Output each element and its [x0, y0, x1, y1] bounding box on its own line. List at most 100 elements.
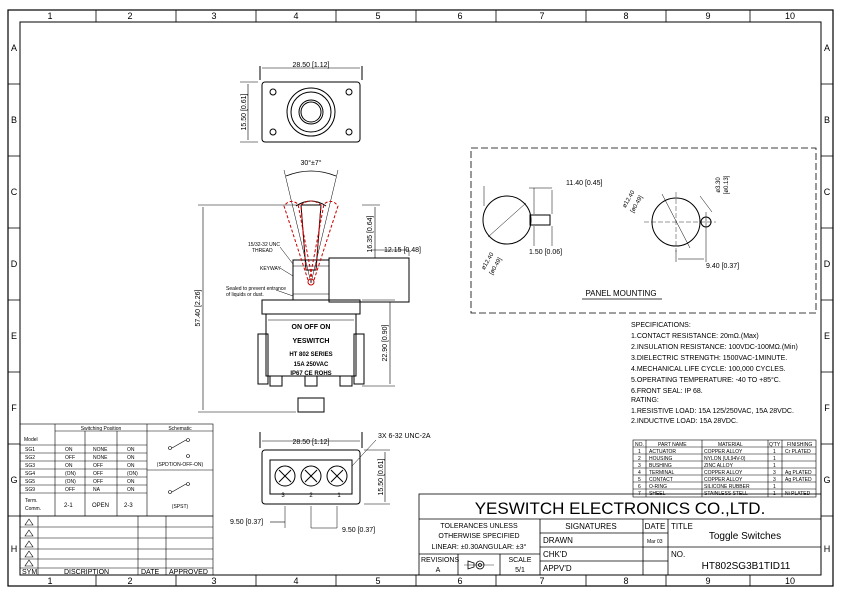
note-screws: 3X 6-32 UNC-2A	[378, 433, 431, 440]
dim-top-height: 15.50 [0.61]	[241, 93, 248, 130]
dim-housing-height: 22.90 [0.90]	[382, 324, 389, 361]
signatures-label: SIGNATURES	[565, 522, 616, 531]
bom-cell: 1	[638, 449, 641, 455]
col-label: 4	[293, 576, 298, 586]
bom-cell: 3	[773, 470, 776, 476]
col-label: 1	[47, 11, 52, 21]
pos-cell: (ON)	[127, 471, 138, 477]
pos-cell: NONE	[93, 447, 108, 453]
row-label: G	[823, 475, 830, 485]
bom-header: NO.	[635, 442, 644, 448]
bom-cell: Ag PLATED	[785, 470, 812, 476]
bom-cell: Cr PLATED	[785, 449, 811, 455]
panel-mounting-box	[470, 147, 817, 314]
bom-table-grid	[632, 439, 817, 498]
row-label: H	[824, 544, 831, 554]
pos-cell: OFF	[65, 455, 75, 461]
col-labels-top: 1 2 3 4 5 6 7 8 9 10	[47, 11, 795, 21]
bom-cell: COPPER ALLOY	[704, 477, 743, 483]
bom-cell: 2	[638, 456, 641, 462]
rating-line: 1.RESISTIVE LOAD: 15A 125/250VAC, 15A 28…	[631, 408, 794, 415]
bom-cell: COPPER ALLOY	[704, 470, 743, 476]
side-view	[198, 169, 410, 413]
spec-line: 3.DIELECTRIC STRENGTH: 1500VAC-1MINUTE.	[631, 355, 787, 362]
rating-title: RATING:	[631, 397, 659, 404]
rev-header: APPROVED	[169, 569, 208, 576]
row-label: F	[11, 403, 17, 413]
checked-label: CHK'D	[543, 550, 567, 559]
panel-dim-6: 9.40 [0.37]	[706, 263, 739, 270]
col-label: 3	[211, 11, 216, 21]
row-label: F	[824, 403, 830, 413]
grid-refs	[8, 10, 833, 586]
body-brand: YESWITCH	[293, 338, 330, 345]
top-view	[240, 66, 363, 143]
model-cell: SG1	[25, 447, 35, 453]
note-thread: 15/32-32 UNC	[248, 242, 280, 248]
pos-cell: NONE	[93, 455, 108, 461]
note-keyway: KEYWAY	[260, 266, 282, 272]
pos-cell: NA	[93, 487, 101, 493]
col-label: 7	[539, 11, 544, 21]
body-positions: ON OFF ON	[292, 324, 331, 331]
bom-cell: 3	[638, 463, 641, 469]
term-label: Term.	[25, 498, 38, 504]
terminal-label: 3	[281, 493, 285, 499]
pos-cell: ON	[65, 447, 73, 453]
pos-cell: (ON)	[65, 479, 76, 485]
row-label: B	[824, 115, 830, 125]
bom-header: MATERIAL	[718, 442, 743, 448]
tolerance-line-2: OTHERWISE SPECIFIED	[438, 533, 519, 540]
pos-cell: ON	[127, 455, 135, 461]
row-labels-right: A B C D E F G H	[823, 43, 830, 554]
number-label: NO.	[671, 550, 685, 559]
pos-cell: ON	[127, 479, 135, 485]
bom-cell: 6	[638, 484, 641, 490]
col-label: 4	[293, 11, 298, 21]
col-label: 5	[375, 11, 380, 21]
bom-cell: ACTUATOR	[649, 449, 676, 455]
bom-cell: 1	[773, 484, 776, 490]
bom-cell: NYLON (UL94V-0)	[704, 456, 746, 462]
row-label: G	[10, 475, 17, 485]
spec-line: 2.INSULATION RESISTANCE: 100VDC-100MΩ.(M…	[631, 344, 798, 351]
panel-dim-2: 1.50 [0.06]	[529, 249, 562, 256]
bom-header: PART NAME	[658, 442, 687, 448]
approved-label: APPV'D	[543, 564, 572, 573]
actuator-swing	[283, 200, 339, 281]
revisions-label: REVISIONS	[421, 557, 459, 564]
row-label: H	[11, 544, 18, 554]
model-cell: SG2	[25, 455, 35, 461]
spec-line: 1.CONTACT RESISTANCE: 20mΩ.(Max)	[631, 333, 759, 340]
row-label: E	[824, 331, 830, 341]
body-cert: IP67 CE ROHS	[290, 371, 331, 377]
row-label: A	[824, 43, 830, 53]
pivot-marker	[307, 278, 315, 286]
bottom-view	[259, 432, 390, 529]
term-cell: OPEN	[92, 503, 109, 509]
spec-line: 4.MECHANICAL LIFE CYCLE: 100,000 CYCLES.	[631, 366, 786, 373]
bom-cell: COPPER ALLOY	[704, 449, 743, 455]
bom-cell: 1	[773, 463, 776, 469]
scale-value: 5/1	[515, 567, 525, 574]
dim-bottom-width: 28.50 [1.12]	[293, 439, 330, 446]
col-label: 9	[705, 11, 710, 21]
panel-cutout-a	[482, 186, 553, 246]
dim-angle: 30°±7°	[300, 159, 321, 167]
title-label: TITLE	[671, 522, 693, 531]
term-cell: 2-3	[124, 503, 133, 509]
dim-lever-length: 16.35 [0.64]	[367, 215, 374, 252]
col-label: 2	[127, 11, 132, 21]
model-cell: SG3	[25, 463, 35, 469]
col-label: 3	[211, 576, 216, 586]
bom-cell: HOUSING	[649, 456, 672, 462]
col-label: 9	[705, 576, 710, 586]
panel-dim-5b: [ø0.13]	[724, 175, 730, 194]
pos-cell: OFF	[93, 479, 103, 485]
inner-border	[19, 21, 822, 576]
dim-overall-height: 57.40 [2.26]	[195, 289, 202, 326]
title-block-grid	[418, 493, 822, 576]
bom-header: Q'TY	[769, 442, 781, 448]
